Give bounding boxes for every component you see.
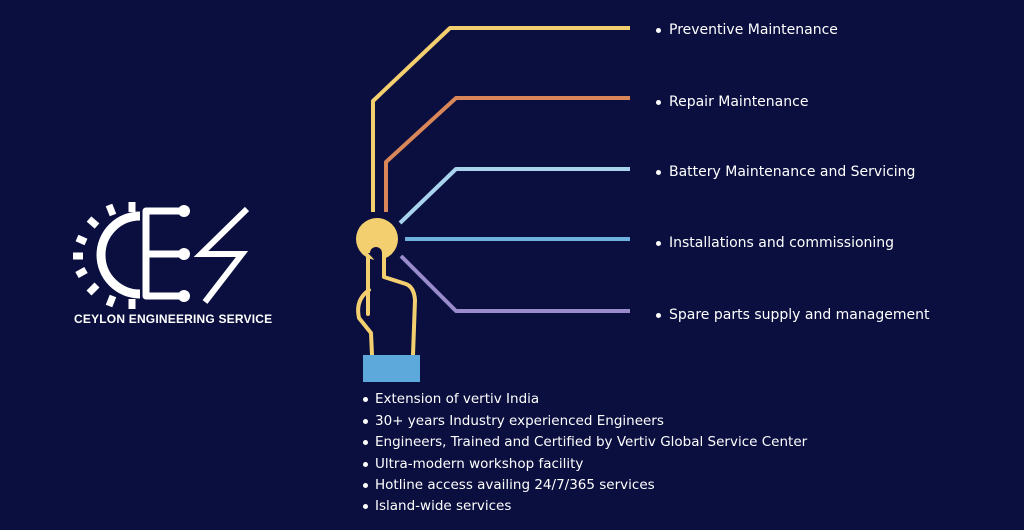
feature-item: Engineers, Trained and Certified by Vert…: [362, 434, 808, 450]
line-battery: [398, 167, 630, 225]
feature-item: Island-wide services: [362, 498, 512, 514]
circuit-e-icon: [142, 207, 187, 300]
lightning-bolt-icon: [193, 206, 250, 304]
gear-teeth: [73, 202, 136, 309]
hand-pointer-icon: [356, 218, 420, 382]
brand-name: CEYLON ENGINEERING SERVICE: [74, 312, 273, 326]
hand-cuff: [363, 355, 420, 382]
service-item-preventive: Preventive Maintenance: [656, 22, 838, 38]
service-item-repair: Repair Maintenance: [655, 94, 809, 110]
ces-logo: [73, 202, 250, 309]
line-spare-parts: [399, 254, 630, 313]
feature-item: Hotline access availing 24/7/365 service…: [363, 477, 655, 493]
feature-item: Ultra-modern workshop facility: [362, 456, 584, 472]
line-preventive: [371, 26, 630, 212]
service-item-installation: Installations and commissioning: [655, 235, 895, 251]
feature-item: 30+ years Industry experienced Engineers: [363, 413, 664, 429]
feature-item: Extension of vertiv India: [362, 391, 540, 407]
line-repair: [384, 96, 630, 212]
service-item-battery: Battery Maintenance and Servicing: [655, 164, 916, 180]
connector-lines: [371, 26, 630, 313]
gear-c-icon: [96, 211, 141, 299]
service-item-spare-parts: Spare parts supply and management: [655, 307, 930, 323]
